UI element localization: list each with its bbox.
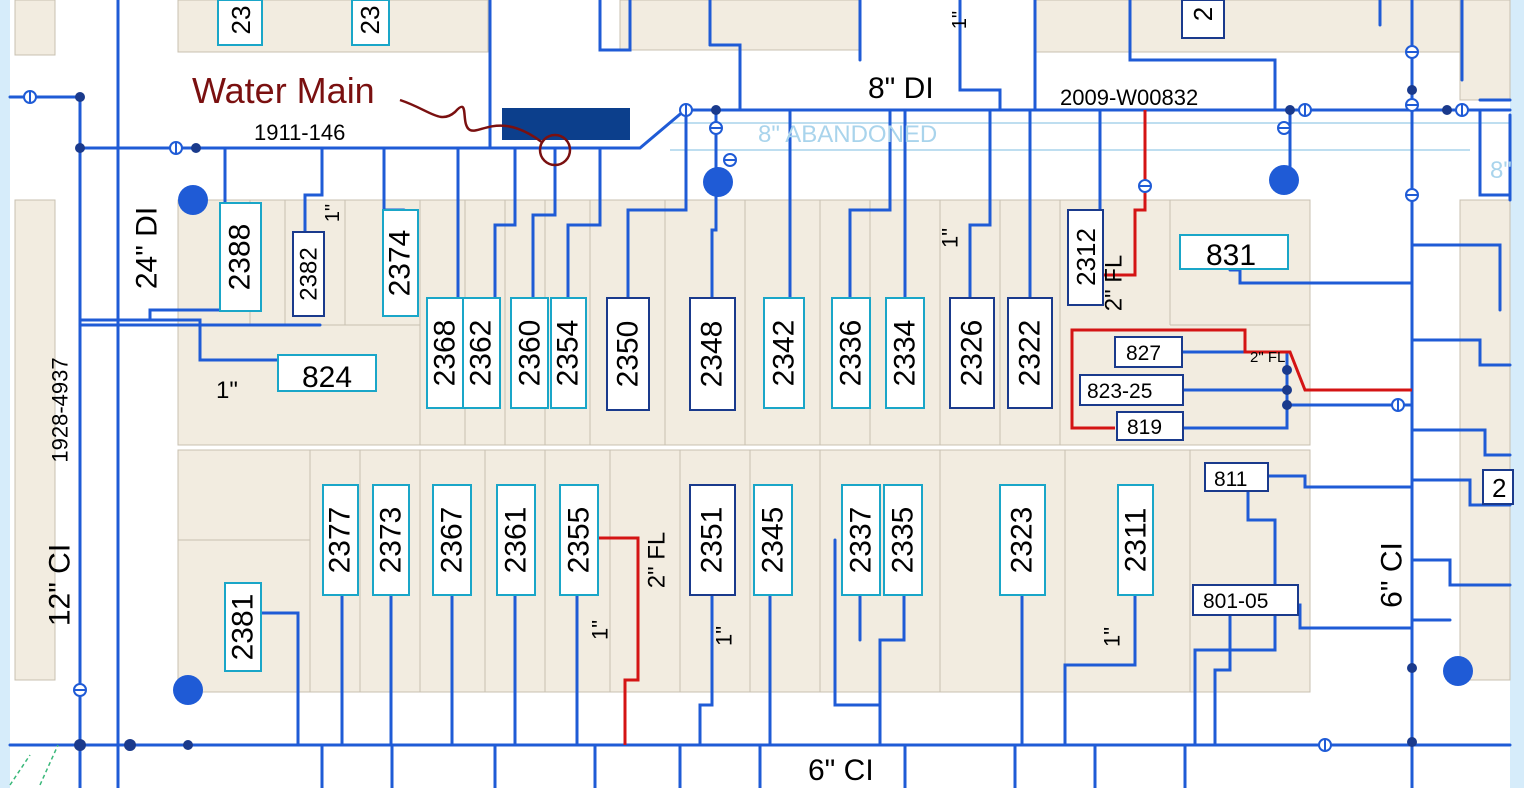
main-label-8-right: 8" xyxy=(1490,157,1512,184)
address-2354: 2354 xyxy=(552,320,585,387)
address-top-2: 2 xyxy=(1188,7,1218,21)
service-note-1in: 1" xyxy=(216,377,238,404)
fire-lines[interactable] xyxy=(597,110,1412,745)
service-note-2fl: 2" FL xyxy=(1250,349,1285,366)
hydrant-icon[interactable] xyxy=(173,165,1473,705)
address-2312: 2312 xyxy=(1071,228,1101,286)
water-main-highlight[interactable] xyxy=(502,108,630,140)
service-note-top-partial: 1" xyxy=(949,11,971,29)
address-2335: 2335 xyxy=(887,507,920,574)
annotation-arrow xyxy=(399,98,544,144)
address-top-23b: 23 xyxy=(355,6,385,35)
address-boxes xyxy=(217,0,1514,672)
address-827: 827 xyxy=(1126,342,1161,365)
address-2322: 2322 xyxy=(1014,320,1047,387)
address-2367: 2367 xyxy=(436,507,469,574)
address-823-25: 823-25 xyxy=(1087,380,1152,403)
service-note-1in-2311: 1" xyxy=(1100,627,1125,647)
annotation-label: Water Main xyxy=(192,70,375,111)
annotation-circle xyxy=(538,133,572,167)
fitting-icon xyxy=(74,85,1452,751)
address-2336: 2336 xyxy=(835,320,868,387)
address-2345: 2345 xyxy=(757,507,790,574)
address-801-05: 801-05 xyxy=(1203,590,1268,613)
main-label-12-ci: 12" CI xyxy=(44,544,77,626)
address-2348: 2348 xyxy=(696,321,729,388)
service-note-1in-2355: 1" xyxy=(588,620,613,640)
main-label-8-di: 8" DI xyxy=(868,72,934,105)
service-note-1in-2351: 1" xyxy=(712,626,737,646)
record-1911-146: 1911-146 xyxy=(254,120,345,145)
record-2009-w00832: 2009-W00832 xyxy=(1060,85,1198,110)
address-824: 824 xyxy=(302,361,352,394)
service-note-2fl-2312: 2" FL xyxy=(1101,255,1128,312)
main-label-6-ci-bottom: 6" CI xyxy=(808,754,874,787)
edge-marker xyxy=(9,744,59,786)
address-top-23a: 23 xyxy=(226,6,256,35)
address-2368: 2368 xyxy=(429,320,462,387)
address-2326: 2326 xyxy=(956,320,989,387)
address-2323: 2323 xyxy=(1006,507,1039,574)
address-2311: 2311 xyxy=(1120,508,1153,573)
service-note-1in-2382: 1" xyxy=(322,204,344,222)
address-2361: 2361 xyxy=(500,507,533,574)
main-label-6-ci-right: 6" CI xyxy=(1376,542,1409,608)
address-2337: 2337 xyxy=(845,507,878,574)
address-2362: 2362 xyxy=(465,320,498,387)
address-2374: 2374 xyxy=(384,230,417,297)
address-2342: 2342 xyxy=(768,320,801,387)
service-note-2fl-2355: 2" FL xyxy=(644,532,671,589)
record-1928-4937: 1928-4937 xyxy=(48,357,73,462)
main-label-24-di: 24" DI xyxy=(131,207,164,289)
address-2377: 2377 xyxy=(324,507,357,574)
address-2388: 2388 xyxy=(224,224,257,291)
address-2373: 2373 xyxy=(375,507,408,574)
main-label-8-abandoned: 8" ABANDONED xyxy=(758,121,937,148)
address-2350: 2350 xyxy=(612,321,645,388)
address-819: 819 xyxy=(1127,416,1162,439)
address-811: 811 xyxy=(1214,468,1247,491)
address-2355: 2355 xyxy=(563,507,596,574)
address-2382: 2382 xyxy=(296,247,323,300)
address-831: 831 xyxy=(1206,239,1256,272)
address-right-2: 2 xyxy=(1492,473,1506,503)
service-note-1in-top: 1" xyxy=(938,228,963,248)
address-2334: 2334 xyxy=(889,320,922,387)
address-2360: 2360 xyxy=(514,320,547,387)
address-2351: 2351 xyxy=(696,507,729,574)
valve-icon[interactable] xyxy=(23,45,1469,752)
address-2381: 2381 xyxy=(227,594,260,661)
